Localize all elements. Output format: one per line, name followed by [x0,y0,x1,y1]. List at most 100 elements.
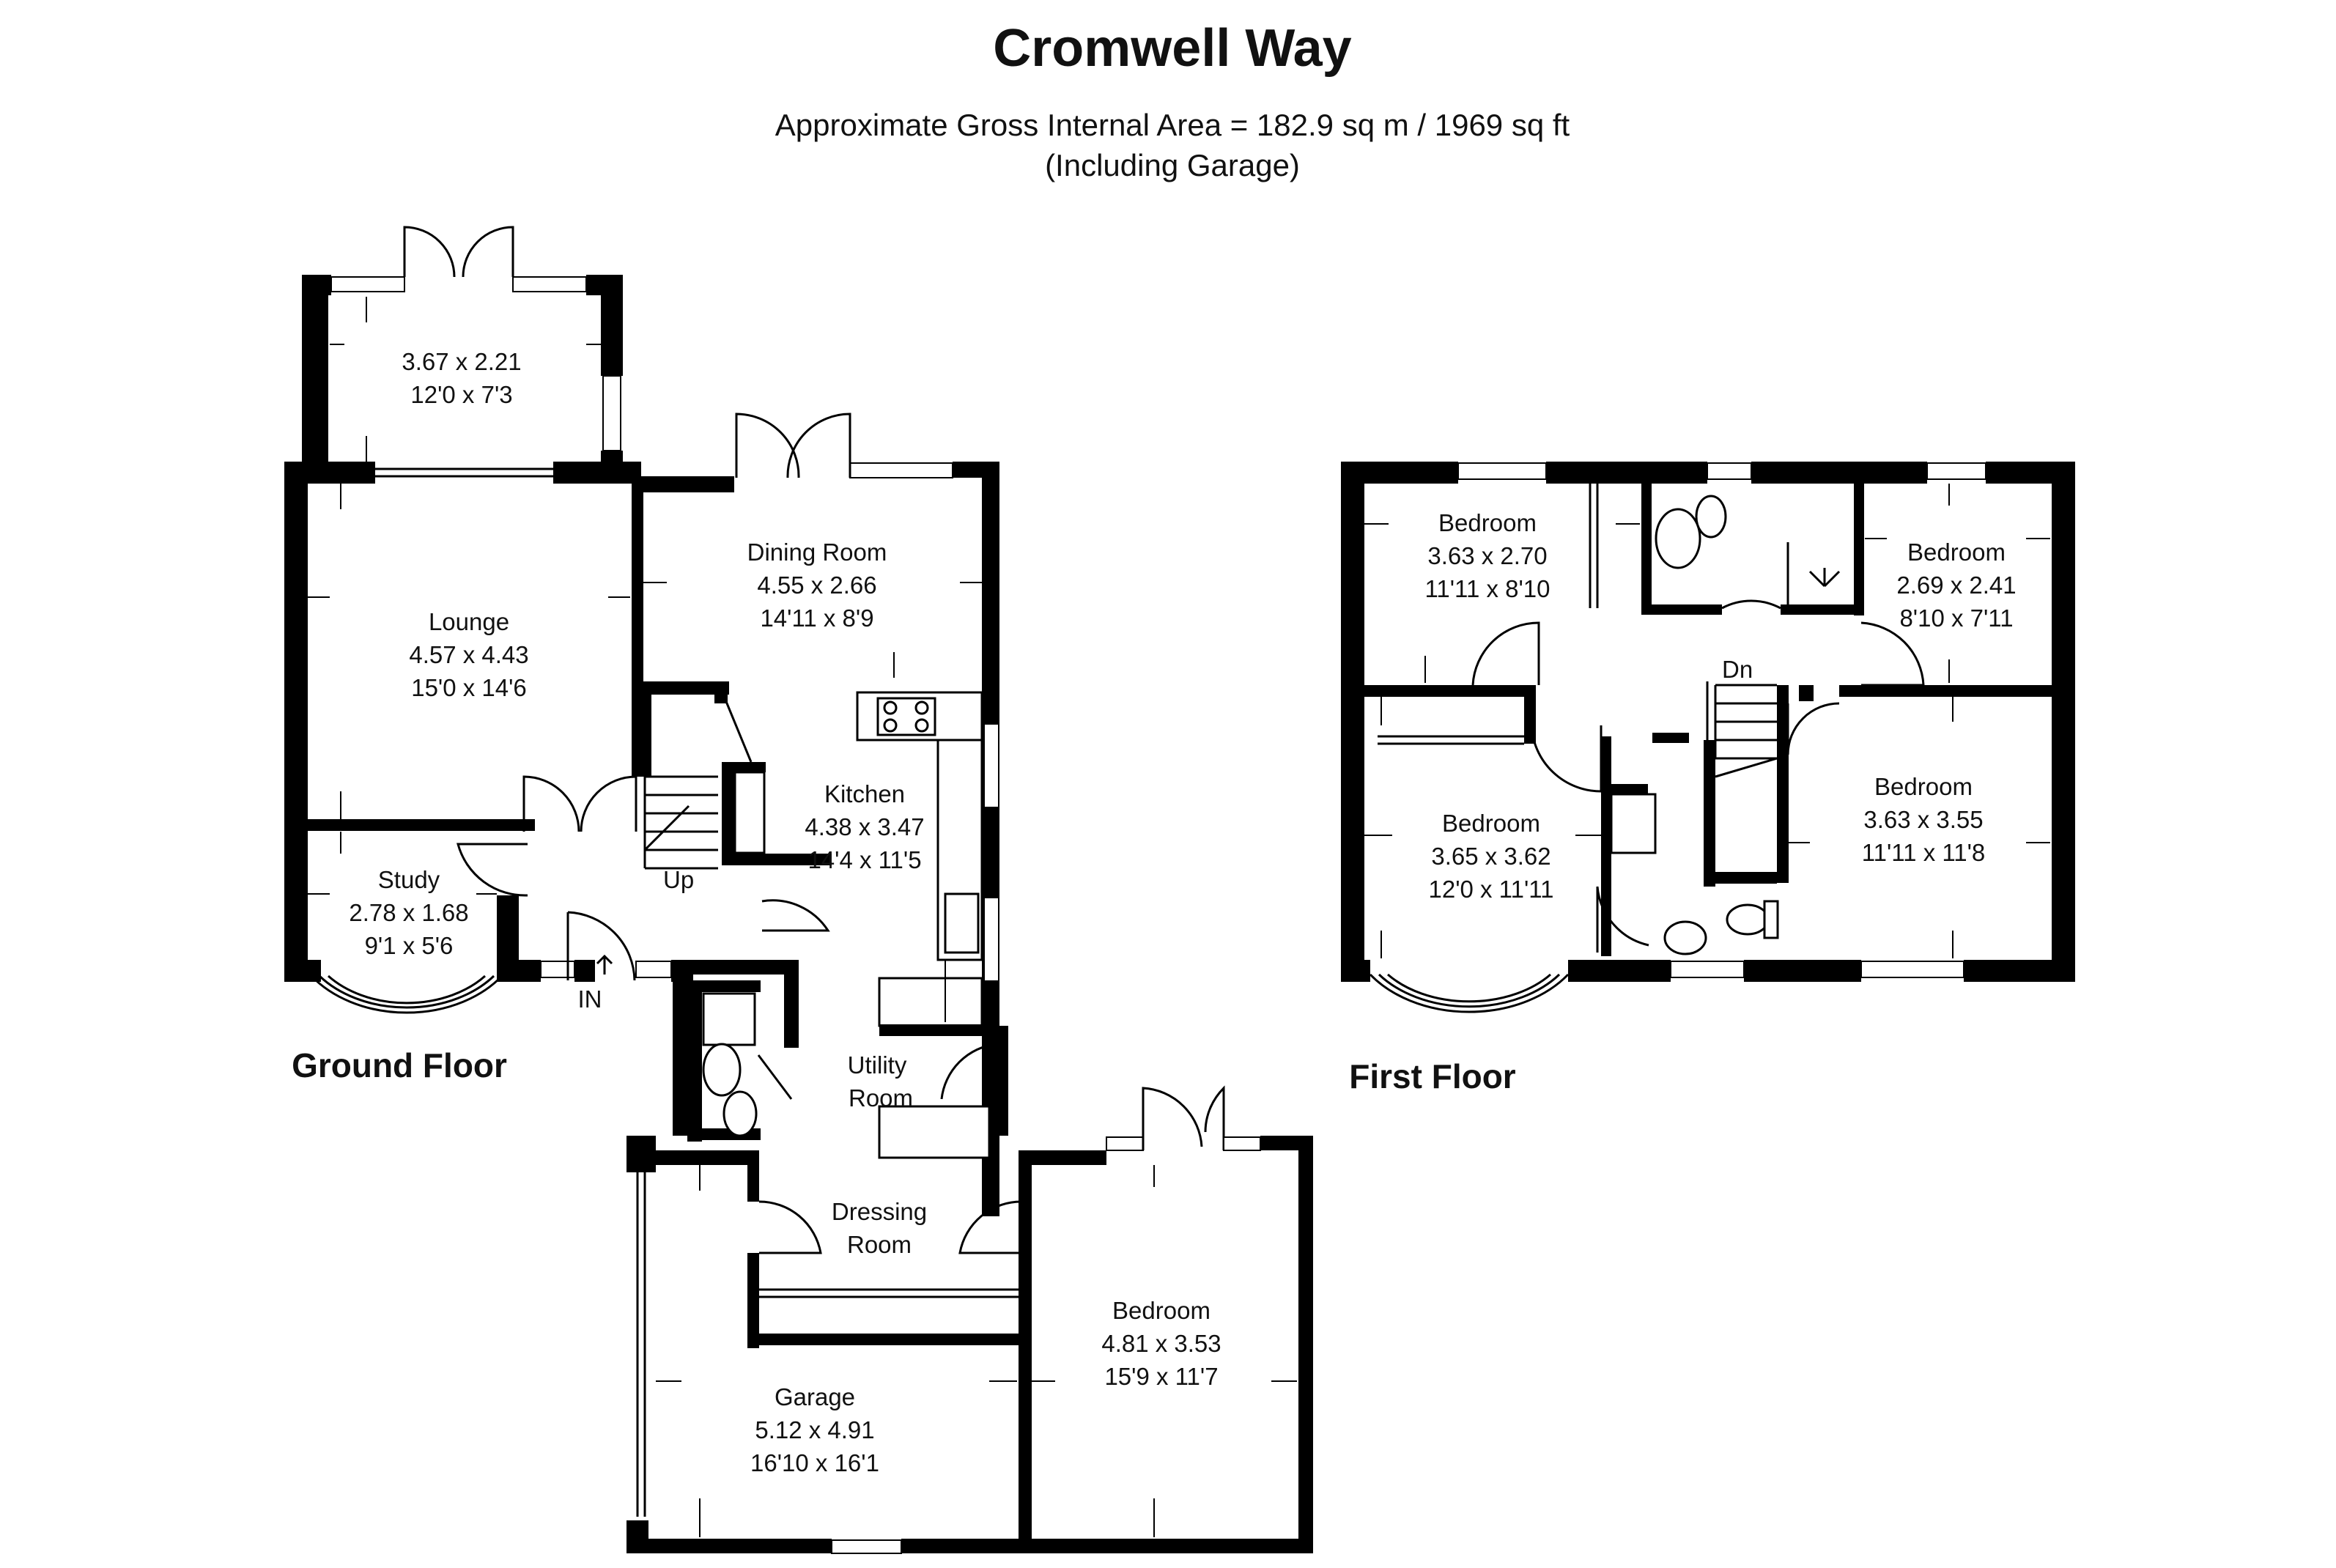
wall [747,1334,1026,1345]
wall [1583,960,1671,982]
door-swing [522,775,580,832]
wall [673,960,790,975]
conservatory-imperial: 12'0 x 7'3 [410,381,512,408]
wall [1777,685,1789,883]
worktop [878,977,983,1027]
wall [1964,960,2075,982]
wall [632,476,734,492]
washbasin [702,1043,742,1097]
door-swing [462,226,514,278]
wall [1524,685,1536,744]
window [983,723,999,808]
shower-tray [1610,793,1657,854]
wall [2052,462,2075,982]
wall [1641,476,1652,608]
stairs-up-label: Up [663,866,694,893]
lounge-metric: 4.57 x 4.43 [409,641,528,668]
wall [641,681,729,695]
first-floor-labels: Bedroom 3.63 x 2.70 11'11 x 8'10 Bedroom… [1349,509,2016,1095]
door-swing [1786,702,1840,755]
wall [784,960,799,1048]
wall [1341,462,1458,484]
door-swing [958,1200,1023,1254]
door-swing [786,413,851,478]
wall [747,1150,759,1202]
utility-name-2: Room [849,1084,913,1112]
window [1106,1136,1144,1151]
door-swing [761,899,830,932]
ground-bedroom-name: Bedroom [1112,1297,1210,1324]
area-line: Approximate Gross Internal Area = 182.9 … [775,108,1570,142]
wall [302,275,328,476]
window [849,462,953,478]
wall [1611,784,1648,794]
bay-window [310,975,503,1014]
shower-icon [1808,568,1841,588]
wall [714,681,728,703]
stairs [643,775,718,870]
conservatory-metric: 3.67 x 2.21 [402,348,521,375]
wall [1854,476,1864,615]
door-swing [940,1043,998,1100]
door-swing [403,226,456,278]
wall [1744,960,1861,982]
wall [1652,733,1689,743]
wall [1298,1136,1313,1553]
window [983,897,999,982]
bay-window [1369,973,1570,1013]
ff-bedroom-tr-imperial: 8'10 x 7'11 [1899,604,2013,632]
wall [1704,740,1715,887]
ff-bedroom-br-metric: 3.63 x 3.55 [1863,806,1983,833]
wall [284,960,321,982]
garage-metric: 5.12 x 4.91 [755,1416,874,1443]
study-metric: 2.78 x 1.68 [349,899,468,926]
ff-bedroom-br-imperial: 11'11 x 11'8 [1862,839,1986,866]
study-imperial: 9'1 x 5'6 [365,932,454,959]
bay-window [1378,973,1561,1008]
toilet [722,1090,758,1137]
door-swing [735,413,800,478]
wall [601,275,623,376]
worktop [878,1105,991,1159]
window [1860,961,1964,978]
window [831,1539,902,1554]
garage-name: Garage [775,1383,855,1410]
wall [574,960,595,982]
window [1707,462,1752,480]
study-name: Study [378,866,440,893]
hob-ring [883,718,898,733]
wall [673,960,687,1136]
entrance-label: IN [578,985,602,1013]
ff-bedroom-tl-name: Bedroom [1438,509,1537,536]
hob-ring [914,700,929,715]
hob-ring [883,700,898,715]
wall [1568,960,1590,982]
window [1223,1136,1261,1151]
wall [1839,685,2059,697]
garage-imperial: 16'10 x 16'1 [750,1449,879,1476]
wall [722,762,735,865]
wall [1546,462,1707,484]
stair-rail [733,771,766,854]
window [602,375,621,451]
wall [1799,685,1814,701]
lounge-imperial: 15'0 x 14'6 [411,674,527,701]
wall [901,1539,1312,1553]
window [1670,961,1745,978]
ground-floor-label: Ground Floor [292,1046,507,1084]
dining-name: Dining Room [747,539,887,566]
area-note: (Including Garage) [1045,148,1300,182]
door-swing [1471,621,1540,686]
dressing-name-2: Room [847,1231,912,1258]
window [330,276,405,292]
window [1926,462,1986,480]
bay-window [328,975,486,1005]
washbasin [1663,920,1707,955]
ff-bedroom-bl-metric: 3.65 x 3.62 [1431,843,1550,870]
wall [302,275,331,295]
door-swing [457,843,528,897]
dining-metric: 4.55 x 2.66 [757,572,876,599]
door-swing [1721,599,1781,610]
wall [308,819,535,831]
